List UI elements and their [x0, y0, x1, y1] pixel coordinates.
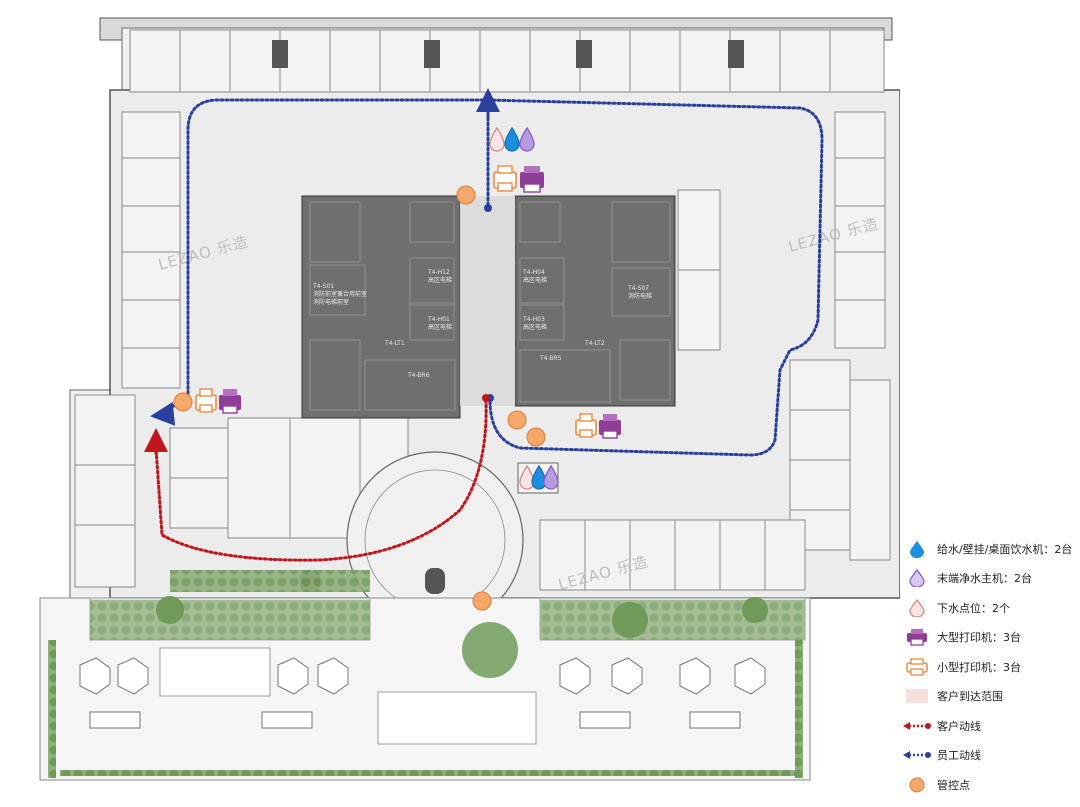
small-printer-icon [903, 658, 931, 676]
legend-label: 管控点 [937, 778, 970, 792]
legend-item-purifier: 末端净水主机：2台 [903, 564, 1073, 594]
left-offices [121, 111, 181, 389]
large-printer-icon [520, 166, 544, 193]
customer-flow-path [154, 398, 488, 562]
legend-label: 给水/壁挂/桌面饮水机：2台 [937, 542, 1073, 556]
water-drop-blue-icon [504, 126, 520, 152]
room-label: T4-LT2 [584, 340, 605, 347]
legend-item-small-printer: 小型打印机：3台 [903, 652, 1073, 682]
legend-item-large-printer: 大型打印机：3台 [903, 623, 1073, 653]
small-printer-icon [195, 388, 217, 413]
legend-label: 客户到达范围 [937, 690, 1003, 704]
legend: 给水/壁挂/桌面饮水机：2台 末端净水主机：2台 下水点位：2个 大型打印机：3… [903, 534, 1073, 800]
legend-label: 小型打印机：3台 [937, 660, 1021, 674]
water-drop-blue-icon [531, 464, 547, 490]
legend-item-customer-flow: 客户动线 [903, 711, 1073, 741]
terrace-seating [79, 657, 766, 729]
room-label: 消防电梯前室 [313, 298, 349, 306]
water-drop-purple-icon [543, 464, 559, 490]
water-points-top [489, 126, 535, 152]
customer-area-swatch [903, 689, 931, 704]
control-points [173, 185, 546, 611]
room-label: 高区电梯 [523, 323, 547, 331]
control-point-icon [456, 185, 476, 205]
water-drop-purple-icon [903, 569, 931, 588]
small-printer-icon [493, 165, 517, 192]
room-label: T4-S07 [627, 285, 649, 292]
room-label: T4-S01 [312, 283, 334, 290]
room-label: T4-H04 [522, 269, 545, 276]
staff-flow-origin [484, 204, 492, 212]
floor-plan: T4-S01 消防前室兼合用前室 消防电梯前室 T4-H12 高区电梯 T4-H… [39, 17, 900, 781]
customer-flow-origin [482, 394, 490, 402]
control-point-icon [173, 392, 193, 412]
legend-item-water-dispenser: 给水/壁挂/桌面饮水机：2台 [903, 534, 1073, 564]
room-label: T4-H03 [522, 316, 545, 323]
printers-left [195, 388, 241, 414]
small-printer-icon [575, 413, 597, 438]
staff-flow-arrow-left [150, 401, 176, 426]
room-label: 高区电梯 [428, 276, 452, 284]
staff-flow-path-right [486, 98, 824, 457]
staff-flow-arrow-icon [903, 750, 931, 760]
water-drop-blue-icon [903, 540, 931, 558]
room-label: 消防电梯 [628, 292, 652, 300]
legend-item-control-point: 管控点 [903, 770, 1073, 800]
legend-item-drain: 下水点位：2个 [903, 593, 1073, 623]
large-printer-icon [599, 414, 621, 439]
room-label: 高区电梯 [523, 276, 547, 284]
legend-label: 末端净水主机：2台 [937, 572, 1032, 586]
water-drop-pink-icon [489, 126, 505, 152]
room-label: T4-H01 [427, 316, 450, 323]
legend-label: 员工动线 [937, 749, 981, 763]
room-label: T4-H12 [427, 269, 450, 276]
left-lower-offices [74, 394, 409, 588]
control-point-icon [526, 427, 546, 447]
large-printer-icon [903, 628, 931, 646]
room-label: T4-BR6 [407, 372, 430, 379]
legend-label: 客户动线 [937, 719, 981, 733]
large-printer-icon [219, 389, 241, 414]
building-core: T4-S01 消防前室兼合用前室 消防电梯前室 T4-H12 高区电梯 T4-H… [301, 195, 676, 419]
legend-item-staff-flow: 员工动线 [903, 741, 1073, 771]
right-lower-offices [539, 189, 806, 591]
legend-label: 下水点位：2个 [937, 601, 1010, 615]
water-drop-pink-icon [519, 464, 535, 490]
printers-right [575, 413, 621, 439]
room-label: 高区电梯 [428, 323, 452, 331]
room-label: T4-LT1 [384, 340, 405, 347]
printers-top [493, 165, 544, 193]
control-point-icon [472, 591, 492, 611]
control-point-icon [903, 777, 931, 793]
water-drop-pink-icon [903, 598, 931, 617]
top-columns [272, 40, 744, 68]
staff-flow-path [160, 98, 490, 417]
water-points-bottom [517, 462, 559, 494]
water-drop-purple-icon [519, 126, 535, 152]
legend-label: 大型打印机：3台 [937, 631, 1021, 645]
control-point-icon [507, 410, 527, 430]
room-label: 消防前室兼合用前室 [313, 290, 367, 298]
room-label: T4-BR5 [539, 355, 562, 362]
terrace [39, 570, 811, 781]
top-offices [129, 29, 885, 93]
legend-item-customer-area: 客户到达范围 [903, 682, 1073, 712]
customer-flow-arrow-icon [903, 721, 931, 731]
